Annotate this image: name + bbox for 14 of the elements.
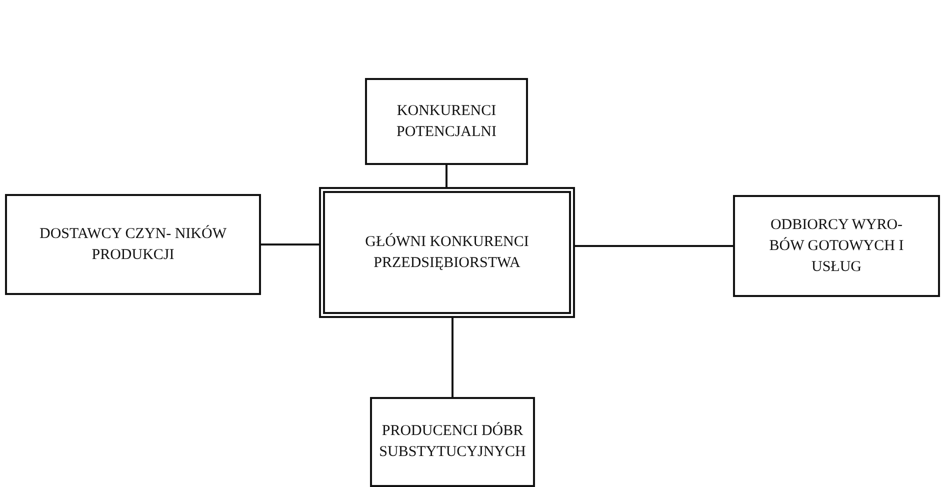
connector-line (575, 245, 733, 247)
box-label: DOSTAWCY CZYN- NIKÓW PRODUKCJI (38, 224, 228, 264)
process-box (5, 194, 261, 295)
connector-line (452, 318, 454, 397)
main-box (319, 187, 575, 318)
process-box (365, 78, 528, 165)
box-label: KONKURENCI POTENCJALNI (396, 102, 498, 142)
connector-line (261, 244, 319, 246)
connector-line (446, 165, 448, 187)
box-label: GŁÓWNI KONKURENCI PRZEDSIĘBIORSTWA (364, 232, 530, 272)
process-box (733, 195, 940, 297)
box-label: PRODUCENCI DÓBR SUBSTYTUCYJNYCH (378, 421, 527, 462)
box-label: ODBIORCY WYRO- BÓW GOTOWYCH I USŁUG (768, 216, 905, 276)
process-box (370, 397, 535, 487)
